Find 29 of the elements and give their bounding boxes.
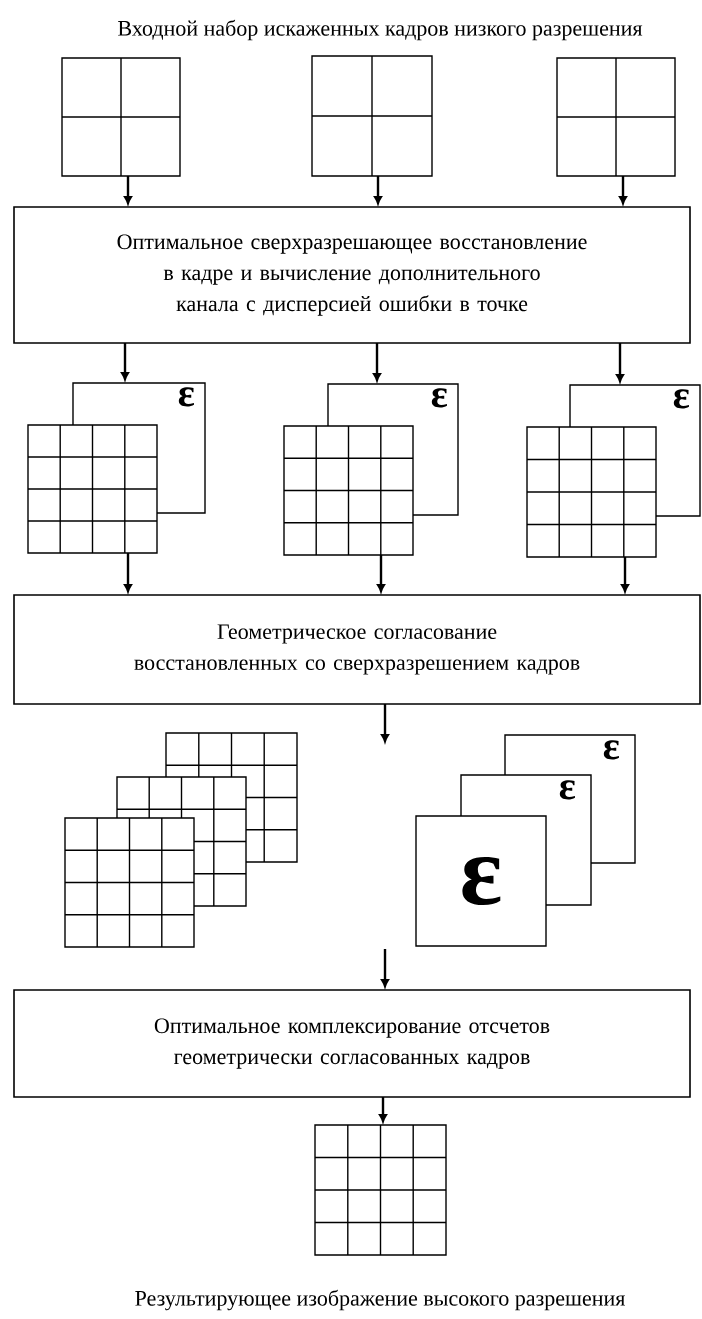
arrow bbox=[124, 553, 132, 593]
error-map-page bbox=[415, 815, 547, 947]
arrow bbox=[381, 949, 389, 988]
caption: Результирующее изображение высокого разрешения bbox=[135, 1289, 625, 1311]
image-grid bbox=[64, 817, 195, 948]
arrow bbox=[379, 1097, 387, 1123]
arrow bbox=[621, 557, 629, 593]
epsilon-symbol: ε bbox=[462, 856, 501, 906]
arrow bbox=[616, 343, 624, 383]
arrow bbox=[374, 176, 382, 205]
process-box: Оптимальное комплексирование отсчетов геометрически согласованных кадров bbox=[13, 989, 691, 1098]
arrow bbox=[373, 343, 381, 382]
process-box: Геометрическое согласование восстановленных со сверхразрешением кадров bbox=[13, 594, 701, 705]
arrow bbox=[381, 704, 389, 743]
arrow bbox=[124, 176, 132, 205]
arrow bbox=[619, 176, 627, 205]
image-grid bbox=[311, 55, 433, 177]
epsilon-symbol: ε bbox=[603, 740, 619, 760]
image-grid bbox=[61, 57, 181, 177]
image-grid bbox=[27, 424, 158, 554]
image-grid bbox=[526, 426, 657, 558]
title: Входной набор искаженных кадров низкого разрешения bbox=[118, 19, 643, 41]
image-grid bbox=[314, 1124, 447, 1256]
process-box: Оптимальное сверхразрешающее восстановление в кадре и вычисление дополнительного канала с дисперсией ошибки в точке bbox=[13, 206, 691, 344]
epsilon-symbol: ε bbox=[559, 780, 575, 800]
arrow bbox=[121, 343, 129, 381]
image-grid bbox=[283, 425, 414, 556]
image-grid bbox=[556, 57, 676, 177]
arrow bbox=[377, 555, 385, 593]
